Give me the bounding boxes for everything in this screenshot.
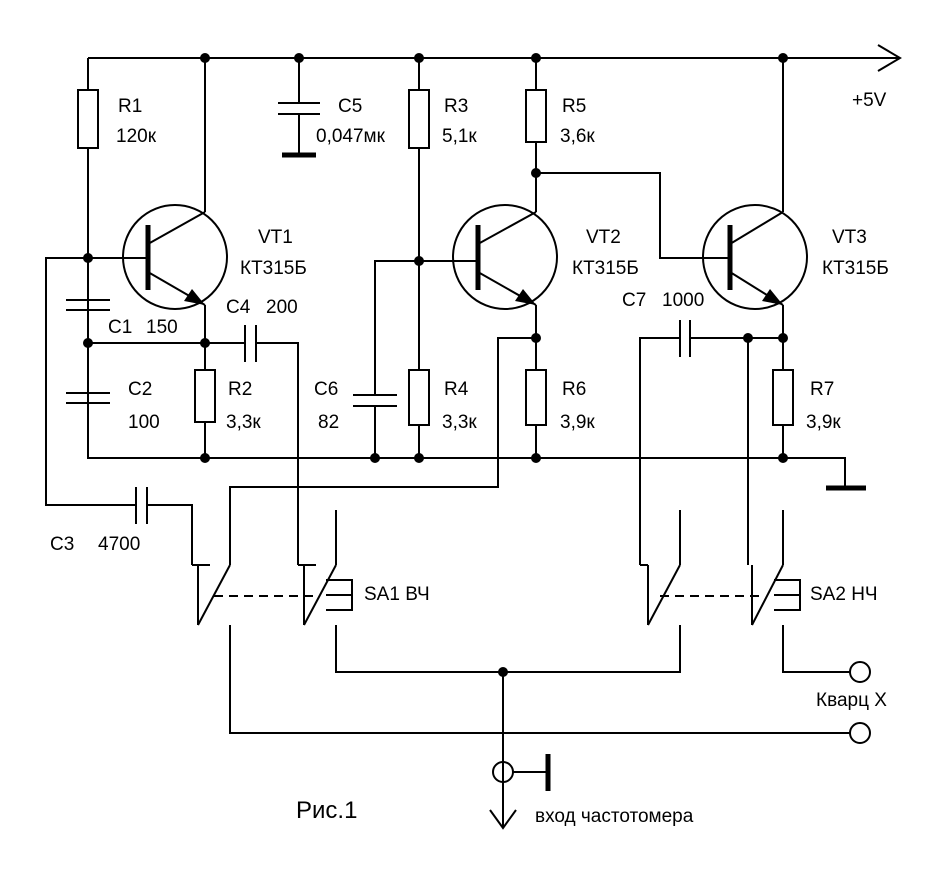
vt3-name: VT3: [832, 227, 867, 248]
r3-value: 5,1к: [442, 126, 477, 147]
transistor-vt3: [702, 58, 808, 370]
r4-name: R4: [444, 379, 469, 400]
sa2-label: SA2 НЧ: [810, 584, 878, 605]
capacitor-c2: [66, 392, 110, 458]
resistor-r4: [408, 369, 430, 458]
vt2-name: VT2: [586, 227, 621, 248]
r6-value: 3,9к: [560, 412, 595, 433]
switch-sa2: [640, 510, 801, 626]
c2-value: 100: [128, 412, 160, 433]
resistor-r1: [77, 58, 99, 300]
vt1-name: VT1: [258, 227, 293, 248]
r5-name: R5: [562, 96, 586, 117]
c6-value: 82: [318, 412, 339, 433]
r3-name: R3: [444, 96, 468, 117]
r5-value: 3,6к: [560, 126, 595, 147]
c3-name: C3: [50, 534, 74, 555]
freq-input-label: вход частотомера: [535, 806, 694, 827]
vt1-type: КТ315Б: [240, 258, 307, 279]
r6-name: R6: [562, 379, 586, 400]
c5-name: C5: [338, 96, 362, 117]
resistor-r5: [525, 58, 730, 259]
c4-value: 200: [266, 297, 298, 318]
c6-name: C6: [314, 379, 338, 400]
r4-value: 3,3к: [442, 412, 477, 433]
sa1-label: SA1 ВЧ: [364, 584, 430, 605]
c7-value: 1000: [662, 290, 704, 311]
quartz-terminal-top[interactable]: [849, 661, 871, 683]
capacitor-c4: [244, 325, 299, 565]
r7-value: 3,9к: [806, 412, 841, 433]
transistor-vt1: [88, 58, 228, 370]
resistor-r7: [772, 369, 794, 458]
switch-sa1: [192, 510, 353, 626]
junction-dots: [83, 53, 788, 677]
r2-value: 3,3к: [226, 412, 261, 433]
r1-name: R1: [118, 96, 142, 117]
c4-name: C4: [226, 297, 251, 318]
supply-rail: [88, 44, 902, 72]
resistor-r3: [408, 58, 430, 370]
resistor-r6: [525, 369, 547, 458]
supply-label: +5V: [852, 90, 887, 111]
c2-name: C2: [128, 379, 152, 400]
freq-input-terminal[interactable]: [492, 754, 551, 791]
r1-value: 120к: [116, 126, 157, 147]
quartz-label: Кварц X: [816, 690, 887, 711]
c1-name: C1: [108, 317, 132, 338]
capacitor-c3: [45, 257, 193, 565]
capacitor-c5: [278, 58, 320, 158]
capacitor-c6: [353, 260, 419, 458]
resistor-r2: [194, 369, 216, 458]
c5-value: 0,047мк: [316, 126, 386, 147]
vt2-type: КТ315Б: [572, 258, 639, 279]
figure-caption: Рис.1: [296, 797, 357, 824]
capacitor-c7: [639, 320, 783, 565]
r2-name: R2: [228, 379, 252, 400]
transistor-vt2: [419, 204, 558, 370]
c1-value: 150: [146, 317, 178, 338]
vt3-type: КТ315Б: [822, 258, 889, 279]
c3-value: 4700: [98, 534, 140, 555]
r7-name: R7: [810, 379, 834, 400]
quartz-terminal-bottom[interactable]: [849, 722, 871, 744]
capacitor-c1: [66, 299, 110, 393]
c7-name: C7: [622, 290, 646, 311]
